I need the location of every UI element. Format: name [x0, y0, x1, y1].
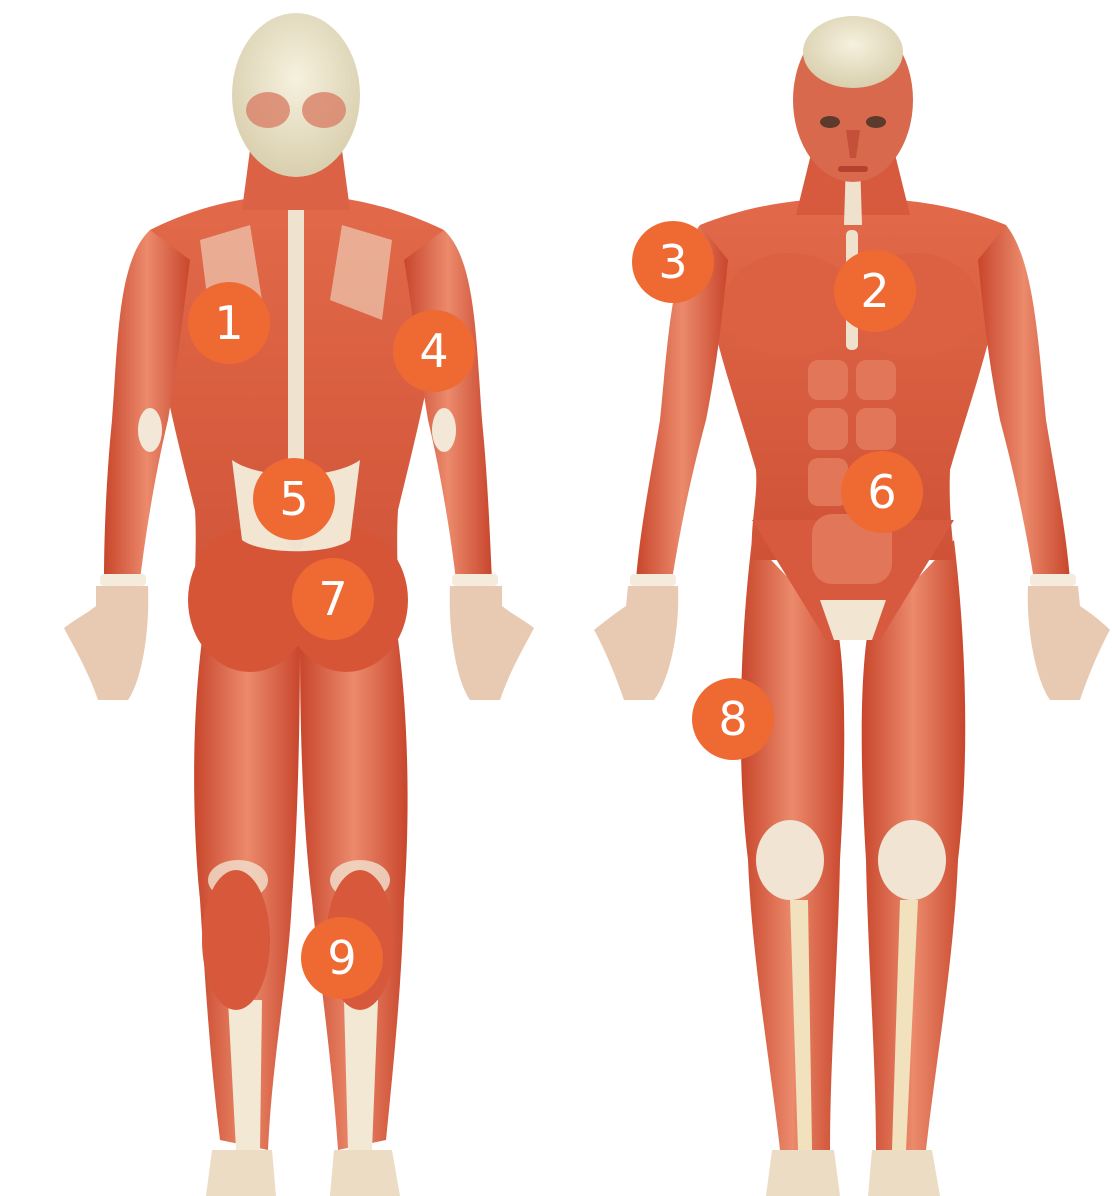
marker-8[interactable]: 8 — [692, 678, 774, 760]
marker-2[interactable]: 2 — [834, 250, 916, 332]
marker-7[interactable]: 7 — [292, 558, 374, 640]
back-left-hand — [64, 586, 148, 700]
front-right-hand — [1028, 586, 1110, 700]
front-left-hand — [594, 586, 678, 700]
front-right-arm — [978, 225, 1070, 580]
front-view-figure — [594, 16, 1110, 1196]
marker-3[interactable]: 3 — [632, 221, 714, 303]
back-head — [232, 13, 360, 177]
marker-9[interactable]: 9 — [301, 917, 383, 999]
marker-6[interactable]: 6 — [841, 451, 923, 533]
marker-4[interactable]: 4 — [393, 310, 475, 392]
back-right-hand — [450, 586, 534, 700]
marker-5[interactable]: 5 — [253, 458, 335, 540]
marker-1[interactable]: 1 — [188, 282, 270, 364]
